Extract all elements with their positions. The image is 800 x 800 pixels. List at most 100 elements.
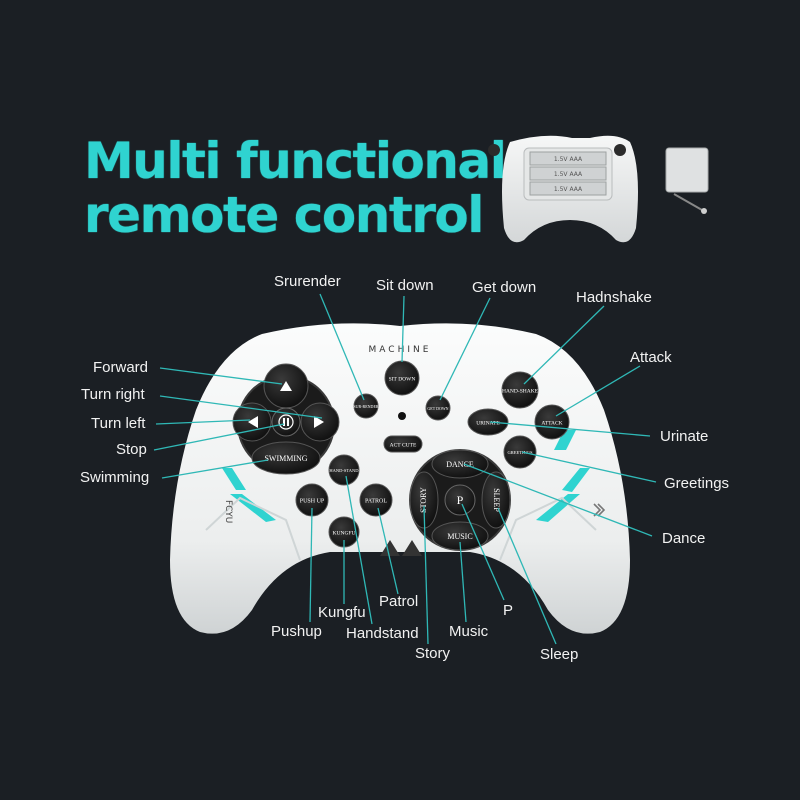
leader-dance <box>463 463 653 537</box>
sit-down-button-label: SIT DOWN <box>389 376 416 382</box>
label-story: Story <box>415 645 451 662</box>
leader-handshake <box>523 305 605 385</box>
urinate-button[interactable]: URINATE <box>467 408 509 436</box>
logo-icon <box>380 540 422 556</box>
home-indicator <box>398 412 406 420</box>
get-down-button[interactable]: GET DOWN <box>425 395 451 421</box>
leader-pushup <box>309 507 313 623</box>
label-sit-down: Sit down <box>376 277 434 294</box>
story-button-label: STORY <box>419 487 428 513</box>
leader-greetings <box>521 451 657 483</box>
label-handstand: Handstand <box>346 625 419 642</box>
battery-cell-label-1: 1.5V AAA <box>554 156 583 163</box>
label-swimming: Swimming <box>80 469 150 486</box>
surrender-button[interactable]: SUR-RENDER <box>353 393 379 419</box>
label-patrol: Patrol <box>379 593 419 610</box>
leader-swimming <box>161 459 269 479</box>
dance-button-label: DANCE <box>446 460 474 469</box>
patrol-button-label: PATROL <box>365 498 387 504</box>
battery-inset: 1.5V AAA 1.5V AAA 1.5V AAA <box>488 135 709 243</box>
sit-down-button[interactable]: SIT DOWN <box>384 360 420 396</box>
grip-button-right <box>614 144 626 156</box>
label-turn-left: Turn left <box>91 415 146 432</box>
label-pushup: Pushup <box>271 623 322 640</box>
leader-urinate <box>489 421 651 437</box>
greetings-button-label: GREETINGS <box>508 450 533 455</box>
leader-story <box>423 505 429 645</box>
leader-surrender <box>319 293 365 401</box>
arrow-left-icon <box>248 416 258 428</box>
p-button-label: P <box>457 493 464 507</box>
leader-attack <box>555 365 641 417</box>
arrow-right-icon <box>314 416 324 428</box>
brand-logo: MACHINE <box>369 345 432 355</box>
screwdriver-icon <box>673 193 703 211</box>
dance-button[interactable]: DANCE <box>431 449 489 479</box>
patrol-button[interactable]: PATROL <box>359 483 393 517</box>
battery-cells: 1.5V AAA 1.5V AAA 1.5V AAA <box>529 151 607 196</box>
handshake-button[interactable]: HAND-SHAKE <box>501 371 539 409</box>
pause-icon <box>278 414 294 430</box>
swimming-button-label: SWIMMING <box>264 454 307 463</box>
label-sleep: Sleep <box>540 646 579 663</box>
label-greetings: Greetings <box>664 475 730 492</box>
music-button-label: MUSIC <box>447 532 472 541</box>
headline-line-1: Multi functional <box>84 132 507 190</box>
act-cute-button[interactable]: ACT CUTE <box>383 435 423 453</box>
battery-cell-label-3: 1.5V AAA <box>554 186 583 193</box>
label-surrender: Srurender <box>274 273 341 290</box>
push-up-button[interactable]: PUSH UP <box>295 483 329 517</box>
label-dance: Dance <box>662 530 706 547</box>
leader-sleep <box>497 507 557 645</box>
grip-button-left <box>488 144 500 156</box>
label-get-down: Get down <box>472 279 537 296</box>
handstand-button[interactable]: HAND-STAND <box>328 454 360 486</box>
label-turn-right: Turn right <box>81 386 145 403</box>
leader-sit-down <box>401 295 405 363</box>
arrow-up-icon <box>280 381 292 391</box>
label-forward: Forward <box>93 359 149 376</box>
accent-lines <box>205 496 597 561</box>
leader-music <box>459 541 467 623</box>
act-cute-button-label: ACT CUTE <box>390 442 417 448</box>
sleep-button[interactable]: SLEEP <box>481 471 511 529</box>
dpad-left-button[interactable] <box>232 402 272 442</box>
label-stop: Stop <box>116 441 147 458</box>
leader-stop <box>153 423 285 451</box>
dpad-stop-button[interactable] <box>271 407 301 437</box>
battery-cover <box>665 147 709 193</box>
leader-lines <box>153 293 657 645</box>
leader-handstand <box>345 475 373 625</box>
surrender-button-label: SUR-RENDER <box>353 404 378 409</box>
label-attack: Attack <box>630 349 672 366</box>
leader-p <box>461 503 505 601</box>
leader-get-down <box>439 297 491 401</box>
p-button[interactable]: P <box>444 484 476 516</box>
leader-forward <box>159 367 283 385</box>
leader-turn-left <box>155 419 251 425</box>
handshake-button-label: HAND-SHAKE <box>502 388 539 394</box>
label-music: Music <box>449 623 489 640</box>
attack-button-label: ATTACK <box>541 420 562 426</box>
swimming-button[interactable]: SWIMMING <box>251 441 321 475</box>
battery-cell-label-2: 1.5V AAA <box>554 171 583 178</box>
side-brand: FCYU <box>223 500 233 523</box>
dpad-up-button[interactable] <box>263 363 309 409</box>
dpad-right-button[interactable] <box>300 402 340 442</box>
urinate-button-label: URINATE <box>476 420 500 426</box>
greetings-button[interactable]: GREETINGS <box>503 435 537 469</box>
label-handshake: Hadnshake <box>576 289 652 306</box>
leader-patrol <box>377 507 399 595</box>
kungfu-button-label: KUNGFU <box>333 530 356 536</box>
handstand-button-label: HAND-STAND <box>329 468 359 473</box>
sleep-button-label: SLEEP <box>492 488 501 512</box>
label-urinate: Urinate <box>660 428 709 445</box>
headline-line-2: remote control <box>84 186 484 244</box>
attack-button[interactable]: ATTACK <box>534 404 570 440</box>
leader-turn-right <box>159 395 323 419</box>
push-up-button-label: PUSH UP <box>300 498 325 504</box>
get-down-button-label: GET DOWN <box>427 406 448 411</box>
label-p: P <box>503 602 514 619</box>
